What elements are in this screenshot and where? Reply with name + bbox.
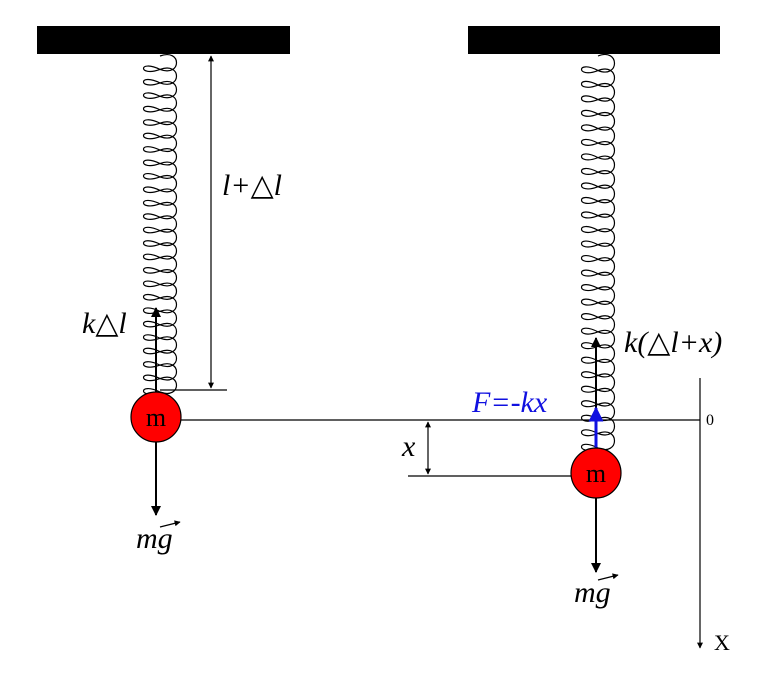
left-weight-label: mg [136, 522, 173, 555]
left-spring-force-label: k△l [82, 307, 127, 340]
left-ceiling-support [37, 26, 290, 54]
left-weight-vector-arrow [159, 520, 181, 528]
right-spring [581, 53, 615, 451]
right-weight-label: mg [574, 576, 611, 609]
left-mass-label: m [146, 403, 166, 432]
left-spring [143, 54, 177, 395]
right-weight-vector-arrow [597, 573, 619, 581]
right-spring-force-label: k(△l+x) [624, 326, 722, 359]
right-ceiling-support [468, 26, 720, 54]
right-mass-label: m [586, 459, 606, 488]
displacement-label: x [401, 430, 416, 463]
axis-origin-label: 0 [706, 412, 714, 429]
axis-label: X [714, 630, 730, 655]
length-label: l+△l [222, 169, 282, 202]
net-force-label: F=-kx [471, 386, 548, 419]
